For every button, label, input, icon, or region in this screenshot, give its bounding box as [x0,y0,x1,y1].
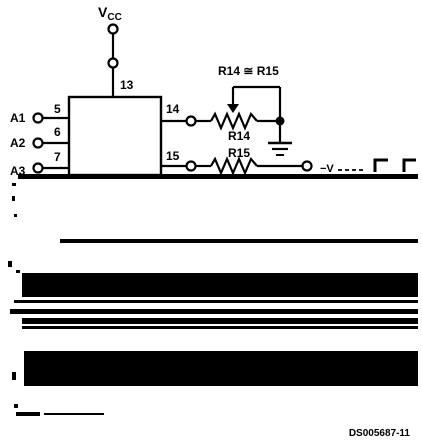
pin-15-label: 15 [166,149,180,163]
scan-artifact-region [8,174,418,416]
artifact-band-3 [22,273,418,297]
pin-13-label: 13 [120,78,134,92]
pin14-terminal [185,115,197,127]
artifact-band-4 [14,300,418,303]
vcc-subscript: CC [107,12,121,23]
waveform-fragment-1 [373,158,388,172]
artifact-speck-7 [14,404,18,408]
input-a2-label: A2 [10,136,26,150]
vcc-main: V [98,4,108,20]
artifact-band-2 [60,239,418,243]
r14-resistor [210,111,258,131]
output-terminal [301,160,313,172]
input-a2-terminal [32,137,44,149]
artifact-band-1 [18,174,418,179]
artifact-band-5 [10,309,418,314]
r14-label: R14 [228,129,250,143]
artifact-band-7 [22,326,418,329]
input-a1-terminal [32,112,44,124]
input-a3-terminal [32,162,44,174]
artifact-speck-2 [12,196,15,201]
waveform-fragment-2 [402,158,416,172]
output-label: −V [320,163,334,175]
figure-id: DS005687-11 [349,428,411,439]
artifact-speck-5 [16,270,20,273]
pin-5-label: 5 [54,102,61,116]
pin-6-label: 6 [54,125,61,139]
r15-resistor [210,156,258,176]
pin13-terminal [107,57,119,69]
pin-14-label: 14 [166,102,180,116]
wiper-arrow-icon [227,104,239,113]
pin-7-label: 7 [54,150,61,164]
artifact-band-6 [22,318,418,324]
artifact-speck-6 [12,372,16,380]
r15-label: R15 [228,146,250,160]
artifact-speck-4 [8,261,12,267]
artifact-band-10 [44,413,104,415]
pin15-terminal [185,160,197,172]
artifact-speck-3 [14,214,17,217]
resistor-relation-label: R14 ≅ R15 [218,64,279,78]
vcc-label: VCC [98,4,122,23]
ic-body [67,95,163,177]
input-a1-label: A1 [10,111,26,125]
junction-dot [275,116,285,126]
artifact-band-9 [16,412,40,416]
artifact-band-8 [24,351,418,386]
vcc-terminal [107,23,119,35]
artifact-speck-1 [12,183,16,186]
